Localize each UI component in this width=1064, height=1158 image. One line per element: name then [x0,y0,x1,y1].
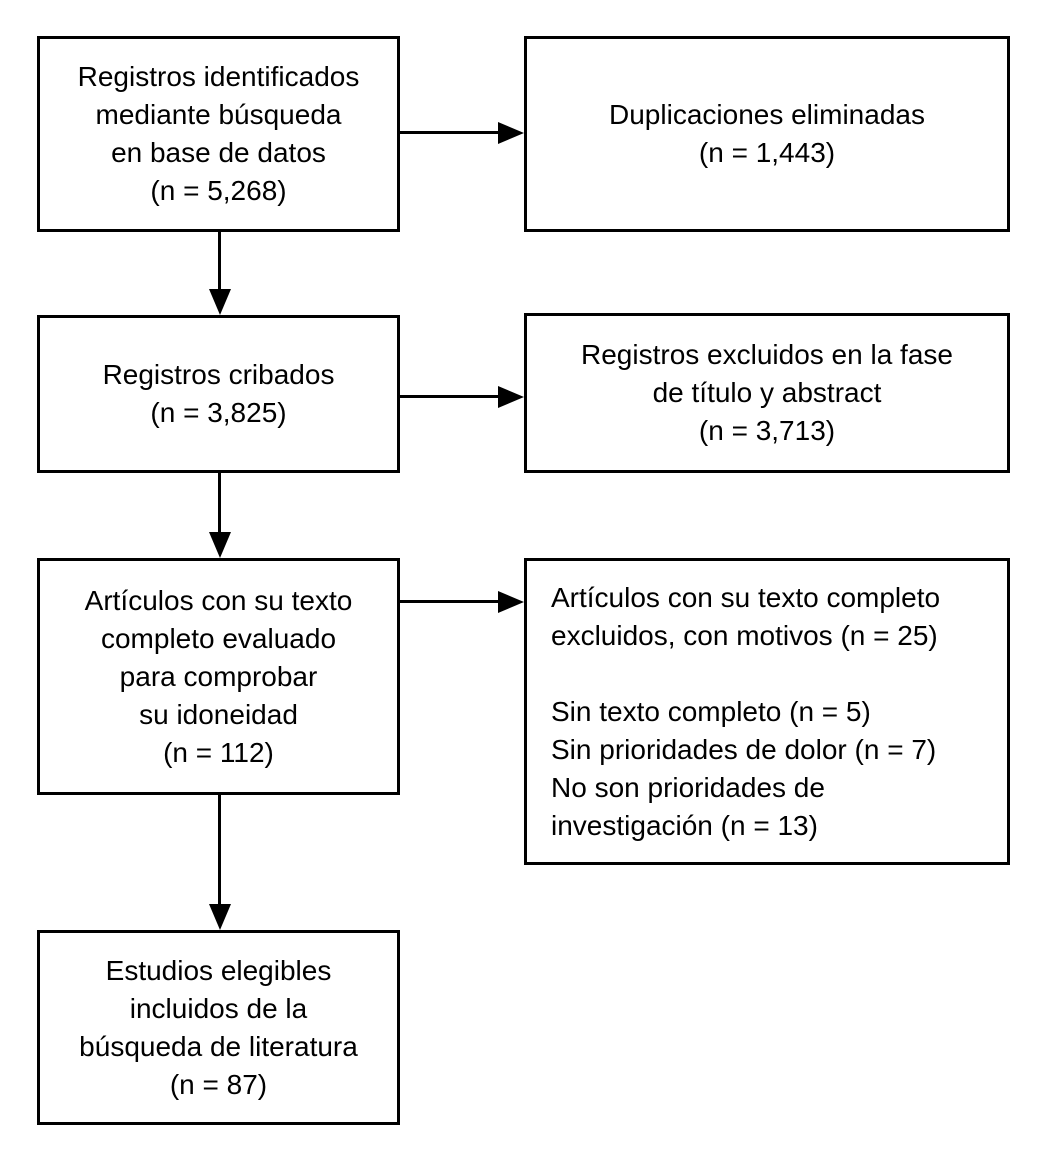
arrow-head-icon [498,591,524,613]
box-records-identified-text: Registros identificados mediante búsqued… [77,61,360,206]
box-excluded-title-abstract: Registros excluidos en la fase de título… [524,313,1010,473]
box-fulltext-assessed-text: Artículos con su texto completo evaluado… [84,584,353,768]
arrow-down-screened-to-fulltext-icon [209,473,231,558]
box-fulltext-excluded-text: Artículos con su texto completo excluido… [551,581,941,841]
box-duplicates-removed: Duplicaciones eliminadas (n = 1,443) [524,36,1010,232]
arrow-head-icon [498,122,524,144]
box-studies-included-text: Estudios elegibles incluidos de la búsqu… [79,954,358,1100]
box-fulltext-excluded: Artículos con su texto completo excluido… [524,558,1010,865]
arrow-shaft [400,131,504,134]
arrow-shaft [218,795,221,910]
arrow-head-icon [209,532,231,558]
box-fulltext-assessed: Artículos con su texto completo evaluado… [37,558,400,795]
arrow-right-fulltext-to-excluded-icon [400,591,524,613]
arrow-right-screened-to-excluded-icon [400,386,524,408]
box-duplicates-removed-text: Duplicaciones eliminadas (n = 1,443) [609,99,925,168]
box-studies-included: Estudios elegibles incluidos de la búsqu… [37,930,400,1125]
arrow-shaft [400,600,504,603]
arrow-shaft [218,232,221,295]
box-records-screened: Registros cribados (n = 3,825) [37,315,400,473]
box-excluded-title-abstract-text: Registros excluidos en la fase de título… [581,339,953,446]
arrow-right-identified-to-duplicates-icon [400,122,524,144]
arrow-shaft [218,473,221,538]
arrow-head-icon [209,904,231,930]
arrow-down-fulltext-to-included-icon [209,795,231,930]
arrow-head-icon [498,386,524,408]
box-records-screened-text: Registros cribados (n = 3,825) [102,359,335,428]
box-records-identified: Registros identificados mediante búsqued… [37,36,400,232]
arrow-shaft [400,395,504,398]
arrow-head-icon [209,289,231,315]
arrow-down-identified-to-screened-icon [209,232,231,315]
